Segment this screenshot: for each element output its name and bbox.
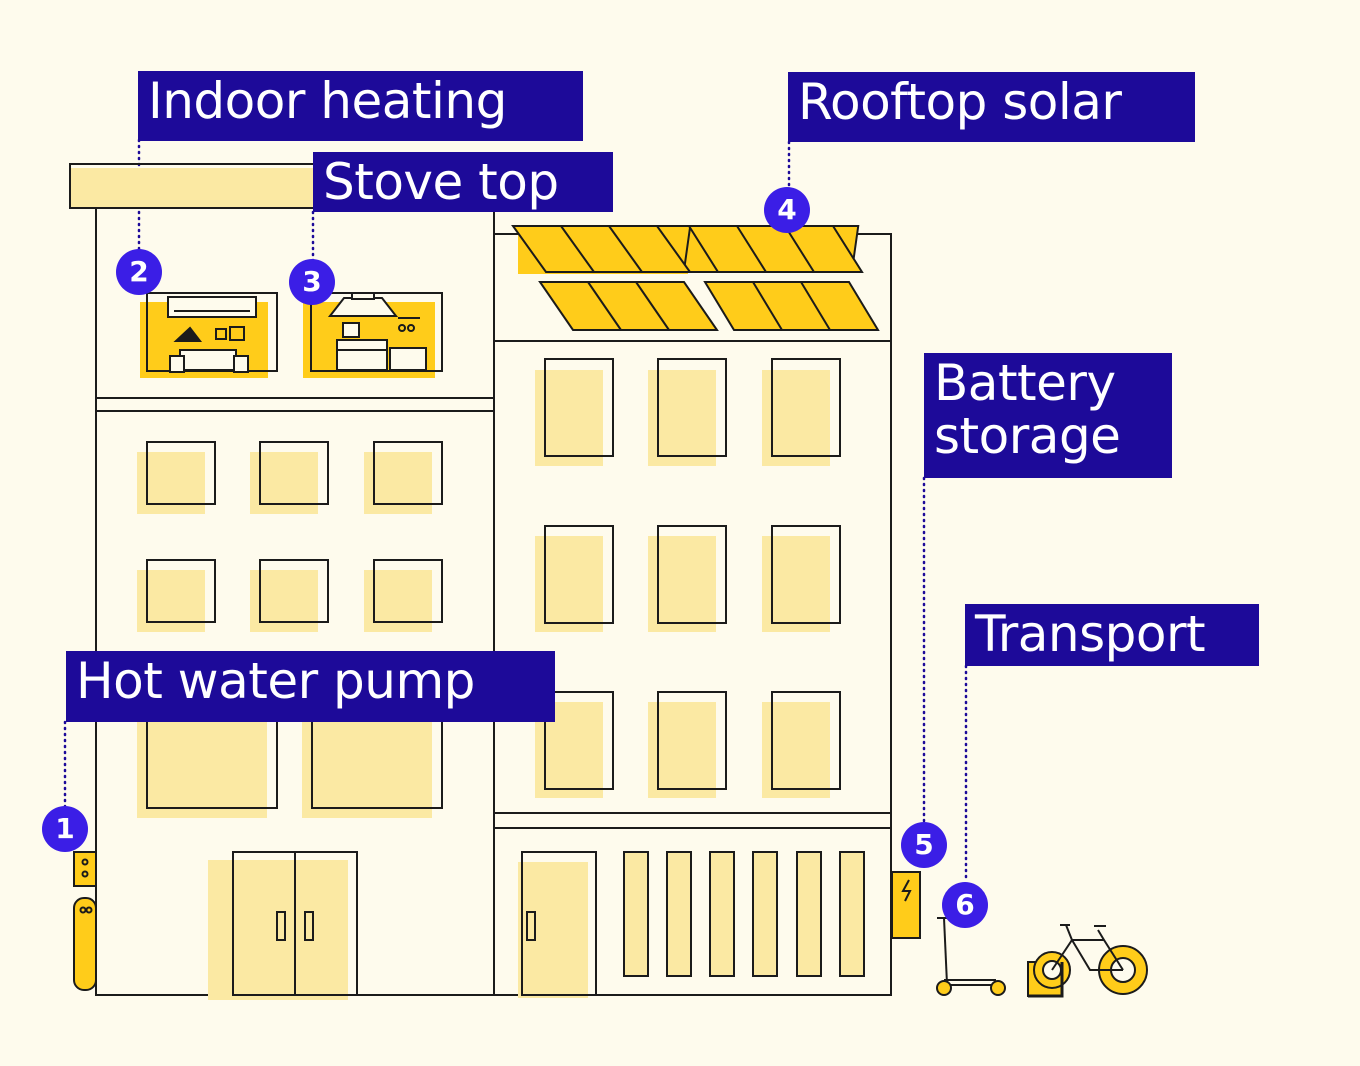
- marker-3: 3: [289, 259, 335, 305]
- marker-2: 2: [116, 249, 162, 295]
- right-building: [493, 225, 921, 998]
- left-double-door: [208, 851, 358, 1000]
- hot-water-heat-pump-icon: [73, 851, 97, 991]
- label-transport: Transport: [965, 604, 1259, 666]
- range-hood-icon: [327, 292, 399, 317]
- stove-icon: [336, 322, 388, 371]
- sofa-icon: [169, 349, 249, 373]
- heating-room: [140, 292, 278, 378]
- left-building: [69, 163, 495, 1000]
- marker-1: 1: [42, 806, 88, 852]
- electric-scooter-icon: [936, 917, 1006, 996]
- wall-heat-pump-icon: [167, 296, 257, 318]
- label-indoor-heating: Indoor heating: [138, 71, 583, 141]
- kitchen-room: [303, 292, 443, 378]
- home-battery-icon: [891, 871, 921, 939]
- label-battery-storage: Battery storage: [924, 353, 1172, 478]
- solar-panel-icon: [511, 225, 880, 331]
- electric-bicycle-icon: [1027, 924, 1148, 998]
- label-stove-top: Stove top: [313, 152, 613, 212]
- label-hot-water-pump: Hot water pump: [66, 651, 555, 722]
- left-windows-large: [137, 703, 443, 818]
- marker-6: 6: [942, 882, 988, 928]
- right-shop-door: [518, 851, 597, 998]
- right-shop-windows: [623, 851, 865, 977]
- right-windows: [535, 358, 841, 798]
- marker-4: 4: [764, 187, 810, 233]
- left-windows-upper: [137, 441, 443, 632]
- marker-5: 5: [901, 822, 947, 868]
- label-rooftop-solar: Rooftop solar: [788, 72, 1195, 142]
